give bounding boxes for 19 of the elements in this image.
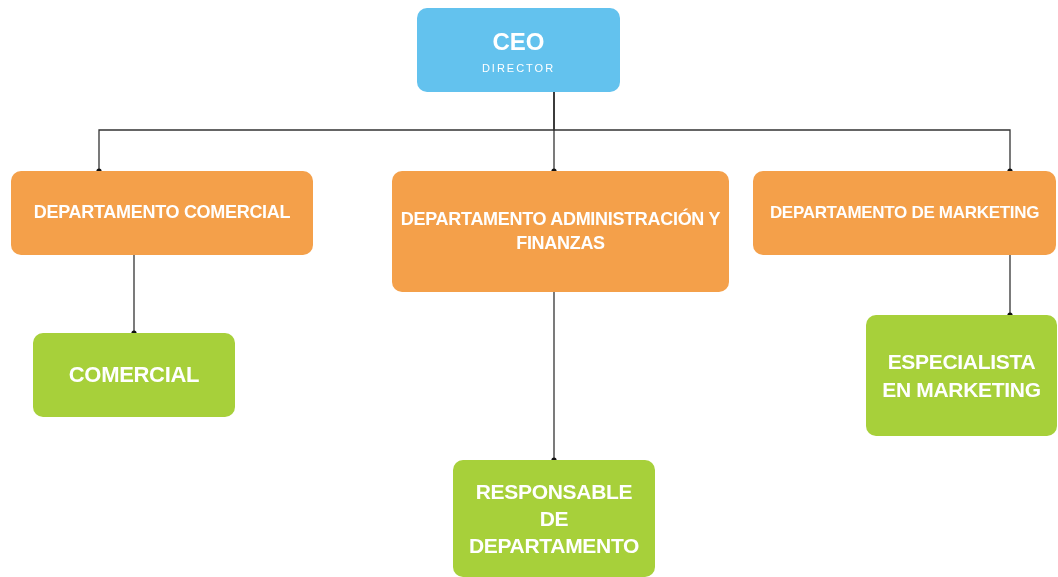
role-box (453, 460, 655, 577)
box-title: ESPECIALISTA EN MARKETING (881, 349, 1042, 403)
connector-line (553, 91, 1013, 174)
department-box (753, 171, 1056, 255)
connector-line (131, 254, 137, 336)
box-title: DEPARTAMENTO COMERCIAL (33, 201, 291, 225)
role-box (866, 315, 1057, 436)
box-title: DEPARTAMENTO ADMINISTRACIÓN Y FINANZAS (400, 208, 721, 255)
box-title: RESPONSABLE DE DEPARTAMENTO (467, 478, 641, 560)
department-box (11, 171, 313, 255)
box-title: COMERCIAL (68, 360, 200, 389)
box-title: CEO (492, 27, 545, 58)
box-subtitle: DIRECTOR (481, 61, 556, 74)
connector-line (551, 291, 557, 463)
role-box (33, 333, 235, 417)
connector-line (1007, 254, 1013, 318)
box-title: DEPARTAMENTO DE MARKETING (769, 201, 1040, 224)
ceo-box (417, 8, 620, 92)
department-box (392, 171, 729, 292)
